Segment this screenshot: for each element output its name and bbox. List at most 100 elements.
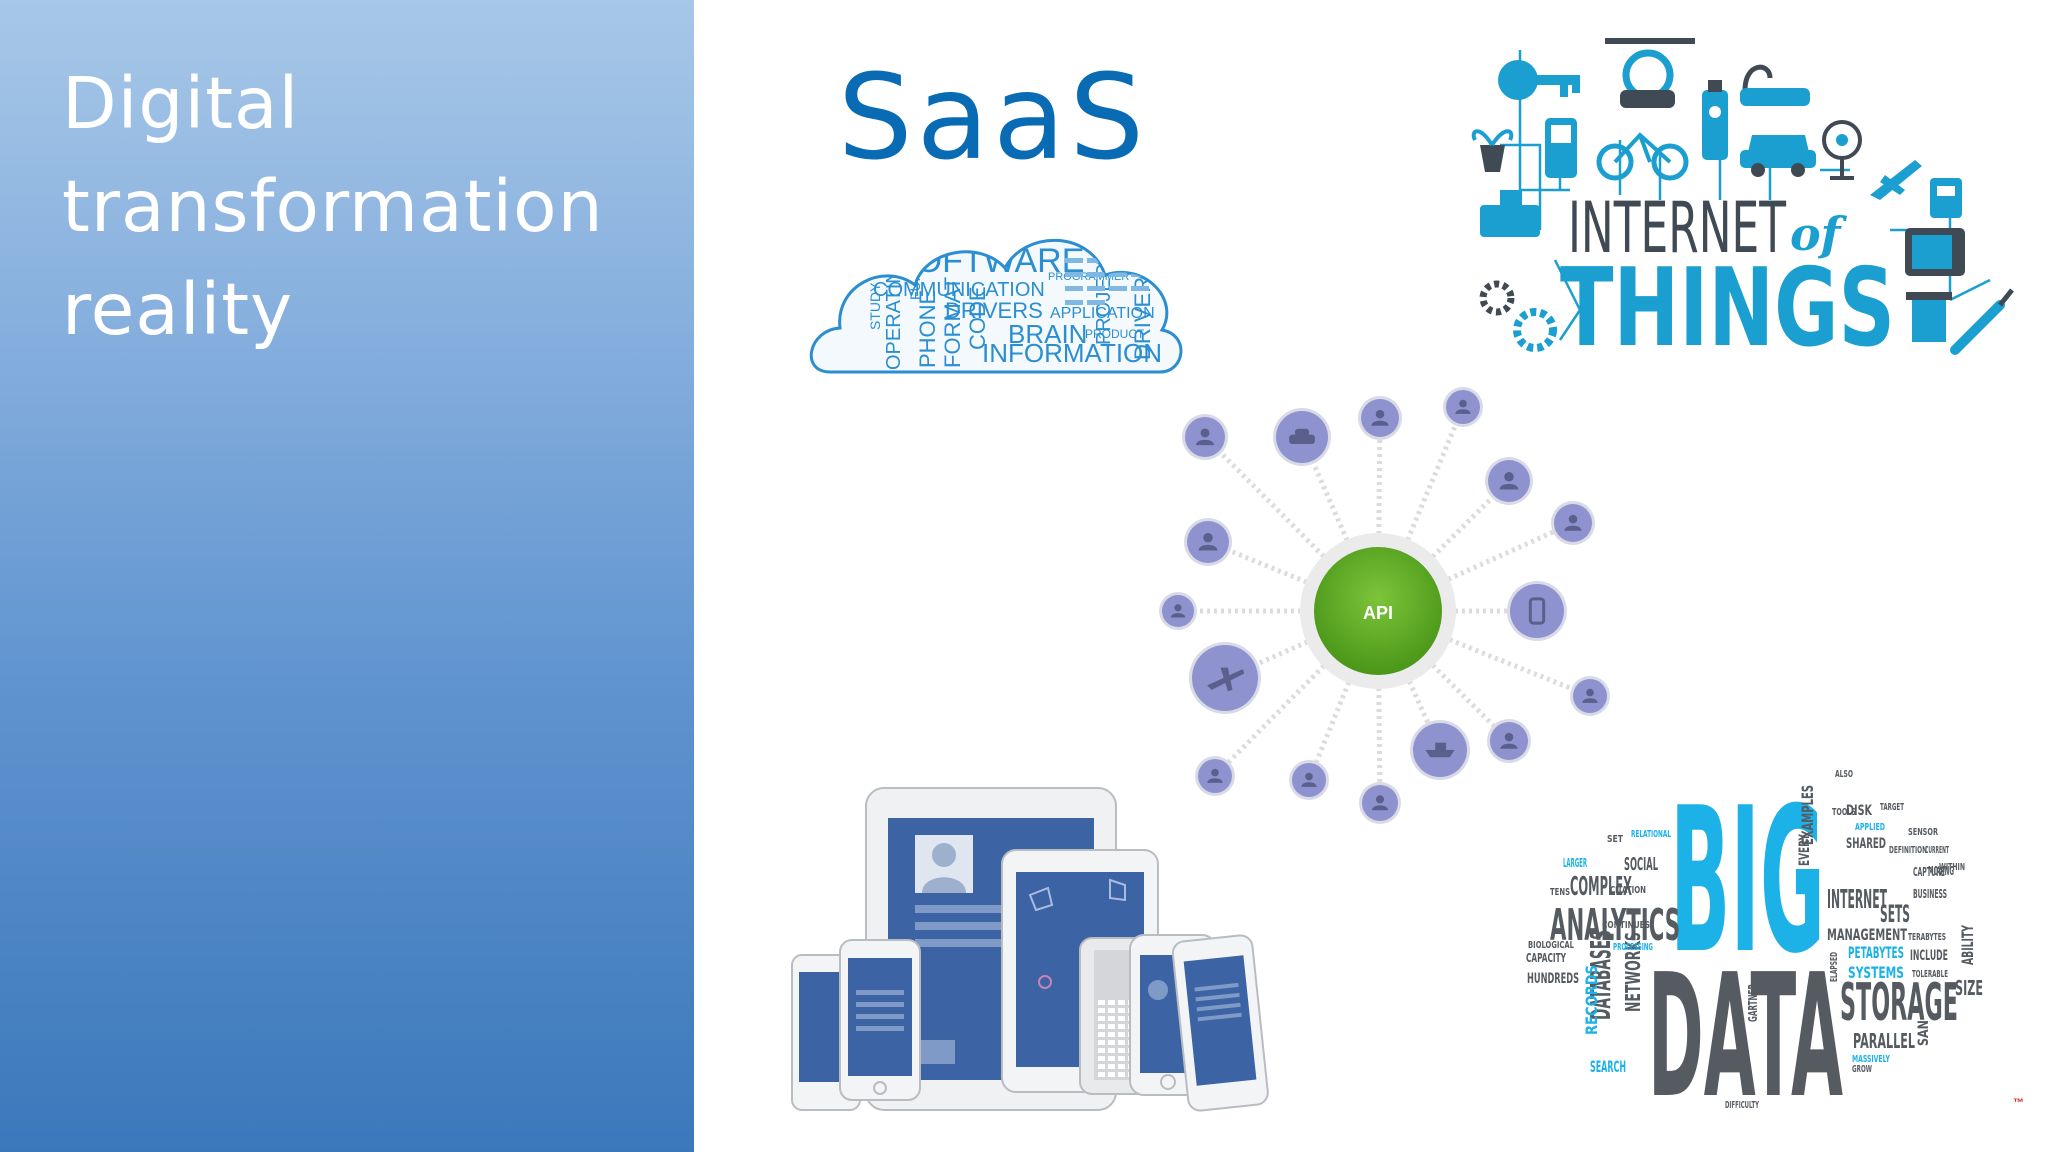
bigdata-word: GARTNER <box>1746 984 1760 1022</box>
bottle-icon <box>1702 80 1728 160</box>
cloud-word: OPERATING <box>883 254 905 370</box>
bigdata-word: EXAMPLES <box>1798 785 1817 845</box>
bigdata-word: RECORDS <box>1582 965 1601 1035</box>
trash-icon <box>1906 292 1952 342</box>
bigdata-word: DATABASES <box>1584 930 1617 1020</box>
phone-far-right-icon <box>1171 934 1269 1112</box>
bigdata-big-text: BIG <box>1670 765 1825 998</box>
api-node-user-icon <box>1289 760 1329 800</box>
plant-icon <box>1471 129 1514 172</box>
api-hub-graphic: API <box>1159 387 1610 824</box>
bigdata-word: ALSO <box>1835 769 1853 780</box>
iot-graphic: INTERNET of THINGS <box>1471 38 2014 371</box>
title-panel: Digital transformation reality <box>0 0 694 1152</box>
api-node-ship-icon <box>1410 720 1470 780</box>
saas-graphic: SaaS SOFTWARECOMMUNICATIONDRIVERSBRAININ… <box>809 48 1183 374</box>
bigdata-word: APPLIED <box>1855 822 1885 833</box>
api-node-user-icon <box>1358 396 1402 440</box>
cloud-word: APPLICATION <box>1050 305 1155 322</box>
scale-icon <box>1930 178 1962 218</box>
bigdata-word: DIFFICULTY <box>1725 1100 1759 1111</box>
api-spoke <box>1377 608 1591 699</box>
bigdata-word: PETABYTES <box>1848 943 1904 962</box>
slide-title: Digital transformation reality <box>62 52 662 361</box>
iot-internet-text: INTERNET <box>1568 187 1786 269</box>
bigdata-word: PARALLEL <box>1853 1029 1915 1053</box>
bigdata-word: ANALYTICS <box>1550 900 1680 951</box>
gear-icon <box>1479 280 1557 352</box>
cloud-word: PRODUCT <box>1085 327 1145 341</box>
api-spoke <box>1203 435 1380 613</box>
cloud-word: COPY <box>1035 217 1075 233</box>
bigdata-word: SYSTEMS <box>1848 963 1904 982</box>
bigdata-word: ABILITY <box>1958 925 1977 965</box>
bigdata-word: CITATION <box>1610 885 1646 896</box>
phone-mid-icon <box>839 939 921 1101</box>
bigdata-word: SOCIAL <box>1624 854 1658 875</box>
airplane-icon <box>1870 160 1922 200</box>
bigdata-word: PROCESSING <box>1613 942 1653 953</box>
cloud-word: SYSTEM <box>1058 229 1124 246</box>
bigdata-word: COMPLEX <box>1570 872 1632 902</box>
bigdata-word: NETWORKS <box>1621 932 1645 1012</box>
trademark-mark: ™ <box>2013 1097 2024 1109</box>
bigdata-word: CAPACITY <box>1526 951 1566 965</box>
bigdata-word: CURRENT <box>1925 845 1949 856</box>
bigdata-word: SENSOR <box>1908 827 1938 838</box>
cloud-word: COMMUNICATION <box>873 279 1045 301</box>
api-node-plane-icon <box>1189 642 1261 714</box>
cloud-word: CODE <box>965 286 990 350</box>
car-icon <box>1740 135 1816 177</box>
api-node-user-icon <box>1443 387 1483 427</box>
cloud-word: BUSINESS <box>968 231 1029 245</box>
bigdata-word: DEFINITION <box>1889 845 1927 856</box>
bigdata-word: GROW <box>1852 1064 1872 1075</box>
title-line-1: Digital <box>62 62 300 145</box>
bigdata-word: BUSINESS <box>1913 887 1947 901</box>
api-node-user-icon <box>1159 592 1197 630</box>
bigdata-word: SHARED <box>1846 836 1886 852</box>
cloud-word: INFORMATION <box>982 338 1162 368</box>
bigdata-word: SET <box>1607 834 1623 845</box>
iot-things-text: THINGS <box>1560 246 1895 371</box>
bigdata-word: SIZE <box>1955 976 1983 1000</box>
bigdata-word: RELATIONAL <box>1631 829 1671 840</box>
bigdata-word: TARGET <box>1880 802 1904 813</box>
cloud-word: BRAIN <box>1008 319 1087 349</box>
api-node-user-icon <box>1487 719 1531 763</box>
api-node-user-icon <box>1195 756 1235 796</box>
bigdata-word: ELAPSED <box>1829 952 1840 982</box>
bigdata-word: DISK <box>1846 803 1873 819</box>
bigdata-word: EVERY <box>1797 833 1813 866</box>
api-label: API <box>1363 603 1393 623</box>
api-node-phone-icon <box>1507 581 1567 641</box>
bigdata-word: SAN <box>1916 1020 1932 1046</box>
bigdata-word: CONTINUES <box>1602 920 1650 931</box>
drone-icon <box>1605 38 1695 108</box>
bigdata-word: INTERNET <box>1827 885 1887 915</box>
bigdata-word: TERABYTES <box>1908 932 1946 943</box>
bigdata-word: LARGER <box>1563 856 1587 870</box>
title-line-2: transformation <box>62 165 604 248</box>
bigdata-word: STORAGE <box>1840 973 1958 1033</box>
iot-of-text: of <box>1790 207 1848 261</box>
bicycle-icon <box>1596 132 1689 181</box>
bigdata-word: MOVING <box>1928 864 1954 878</box>
api-nodes <box>1159 387 1610 824</box>
phone-icon <box>1545 118 1577 178</box>
bigdata-word: TOLERABLE <box>1912 969 1948 980</box>
bigdata-word: CAPTURE <box>1913 865 1945 879</box>
bigdata-data-text: DATA <box>1648 938 1843 1136</box>
api-node-user-icon <box>1184 518 1232 566</box>
devices-graphic <box>791 787 1269 1112</box>
bigdata-word: MANAGEMENT <box>1827 925 1907 944</box>
cloud-icon: SOFTWARECOMMUNICATIONDRIVERSBRAININFORMA… <box>809 217 1183 374</box>
api-node-user-icon <box>1359 782 1401 824</box>
bigdata-word: TOOLS <box>1832 807 1856 818</box>
title-line-3: reality <box>62 268 294 351</box>
bigdata-word: SEARCH <box>1590 1057 1626 1076</box>
cloud-word: DRIVERS <box>945 298 1043 323</box>
cloud-word: STUDY <box>867 282 883 330</box>
